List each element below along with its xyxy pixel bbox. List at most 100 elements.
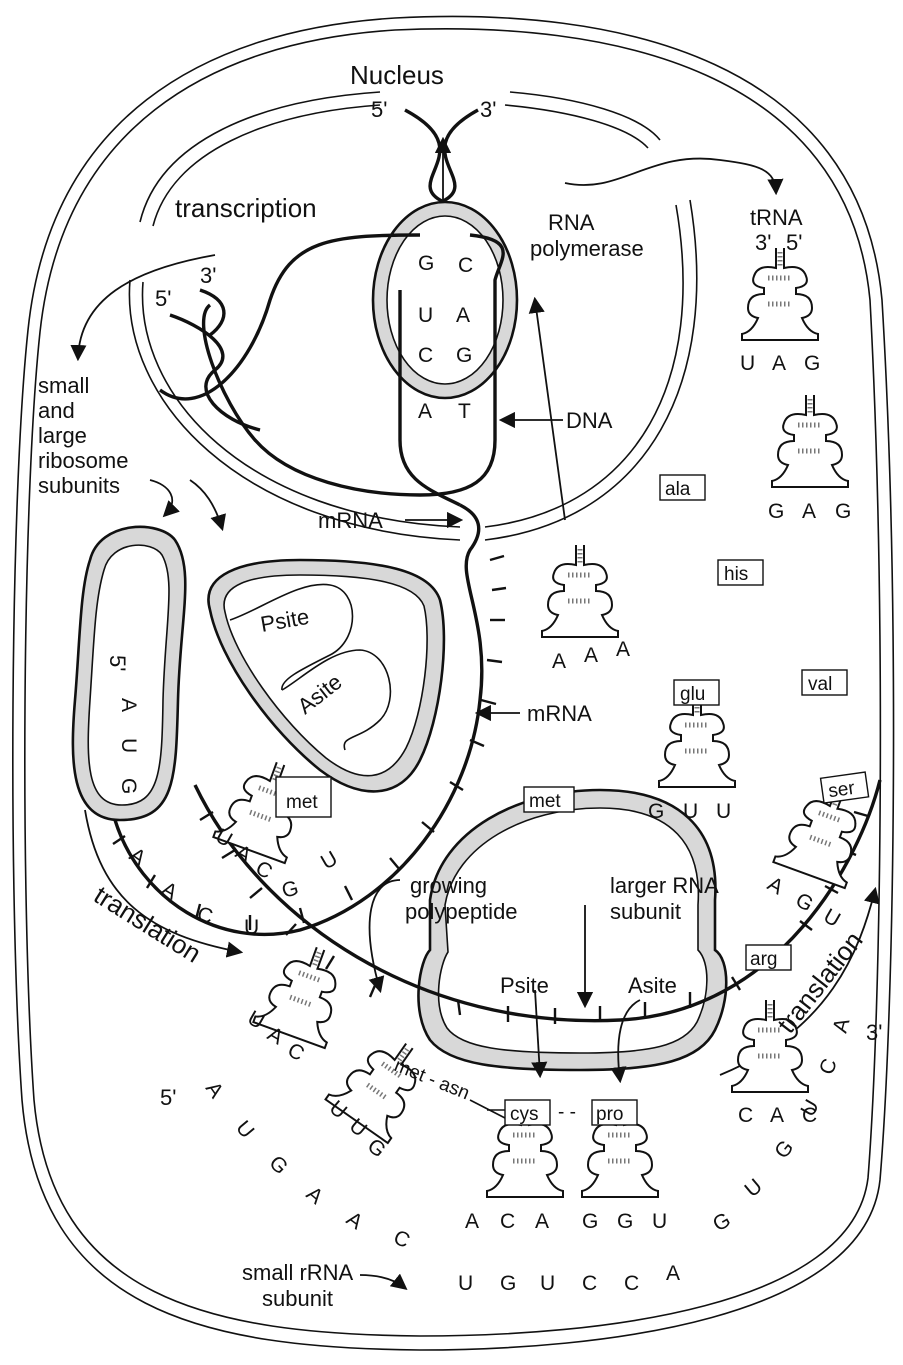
trna-ser-0: A — [764, 872, 788, 899]
rib-codon-4: C — [624, 1272, 639, 1295]
mrna-br-2: G — [770, 1136, 798, 1163]
trna-aaa — [542, 545, 618, 637]
trna-glu-2: U — [716, 800, 731, 823]
label-psite-bottom: Psite — [500, 973, 549, 998]
aa-cys: cys — [510, 1104, 539, 1125]
label-rna-pol-1: RNA — [548, 210, 595, 235]
pol-left-1: U — [418, 304, 433, 327]
rib-anti-0: A — [465, 1210, 479, 1233]
pol-left-2: C — [418, 344, 433, 367]
label-translation-left: translation — [89, 880, 207, 969]
label-subunits-4: subunits — [38, 473, 120, 498]
trna-gag-1: A — [802, 500, 816, 523]
trna-uag — [742, 248, 818, 340]
trna-uac-bottom — [253, 936, 356, 1048]
mrna-br-5: A — [829, 1016, 855, 1035]
label-small-rrna-2: subunit — [262, 1286, 333, 1311]
mrna-br-1: U — [740, 1174, 766, 1201]
amino-acid-boxes — [275, 474, 870, 1126]
mrna-bl-4: A — [342, 1207, 367, 1234]
label-strand-3: 3' — [200, 263, 216, 288]
label-subunits-1: and — [38, 398, 75, 423]
trna-glu-1: U — [683, 800, 698, 823]
rib-codon-5: A — [666, 1262, 680, 1285]
mrna-br-4: C — [815, 1056, 842, 1078]
label-asite-bottom: Asite — [628, 973, 677, 998]
label-dash: - - — [558, 1102, 576, 1123]
label-trna: tRNA — [750, 205, 803, 230]
mrna-left-1: A — [158, 877, 182, 904]
pol-right-3: T — [458, 400, 471, 423]
polypeptide-connectors — [469, 1099, 506, 1119]
translating-ribosome — [417, 788, 728, 1072]
rib-anti-4: G — [617, 1210, 633, 1233]
rib-anti-5: U — [652, 1210, 667, 1233]
label-larger-2: subunit — [610, 899, 681, 924]
label-subunits-0: small — [38, 373, 89, 398]
rna-polymerase — [371, 200, 519, 400]
label-ribo-5: 5' — [105, 655, 130, 671]
trna-arg-2: C — [802, 1104, 817, 1127]
label-growing-1: growing — [410, 873, 487, 898]
mrna-left-0: A — [125, 843, 150, 870]
rib-codon-3: C — [582, 1272, 597, 1295]
mrna-left-3: U — [244, 916, 259, 939]
label-mrna-2: mRNA — [527, 701, 592, 726]
aa-ala: ala — [665, 479, 691, 500]
large-ribosome-subunit — [207, 558, 446, 793]
aa-his: his — [724, 564, 748, 585]
codon-small-2: G — [117, 778, 140, 794]
rib-codon-1: G — [500, 1272, 516, 1295]
codon-small-1: U — [117, 738, 140, 753]
trna-uag-0: U — [740, 352, 755, 375]
dna-strands — [158, 233, 505, 507]
mrna-left-5: U — [317, 847, 342, 875]
label-dna-3: 3' — [480, 97, 496, 122]
label-mrna-1: mRNA — [318, 508, 383, 533]
trna-met-left-2: C — [252, 856, 277, 884]
mrna-br-0: G — [709, 1208, 735, 1236]
label-subunits-3: ribosome — [38, 448, 128, 473]
label-strand-5: 5' — [155, 286, 171, 311]
label-nucleus: Nucleus — [350, 60, 444, 90]
label-trna-3: 3' — [755, 230, 771, 255]
trna-aaa-2: A — [616, 638, 630, 661]
label-growing-2: polypeptide — [405, 899, 518, 924]
pol-right-1: A — [456, 304, 470, 327]
rib-codon-2: U — [540, 1272, 555, 1295]
aa-val: val — [808, 674, 832, 695]
aa-met-free: met — [529, 791, 561, 812]
rib-anti-1: C — [500, 1210, 515, 1233]
label-larger-1: larger RNA — [610, 873, 719, 898]
mrna-left-4: G — [279, 876, 301, 902]
trna-ser-2: U — [820, 904, 845, 932]
trna-uag-1: A — [772, 352, 786, 375]
rib-anti-3: G — [582, 1210, 598, 1233]
aa-ser: ser — [827, 778, 857, 803]
pol-left-0: G — [418, 252, 434, 275]
nuclear-envelope — [128, 91, 698, 541]
mrna-bl-2: G — [264, 1151, 292, 1179]
mrna-br-3: U — [796, 1096, 824, 1121]
aa-glu: glu — [680, 684, 705, 705]
rib-anti-2: A — [535, 1210, 549, 1233]
mrna-left-2: C — [195, 903, 216, 929]
label-rna-pol-2: polymerase — [530, 236, 644, 261]
trna-aaa-1: A — [584, 644, 598, 667]
label-subunits-2: large — [38, 423, 87, 448]
mrna-bl-5: C — [390, 1226, 413, 1253]
rib-codon-0: U — [458, 1272, 473, 1295]
trna-uac-bottom-0: U — [244, 1006, 269, 1034]
trna-glu — [659, 695, 735, 787]
mrna-bl-1: U — [231, 1116, 258, 1142]
trna-gag-0: G — [768, 500, 784, 523]
trna-uag-2: G — [804, 352, 820, 375]
mrna-bl-3: A — [302, 1182, 328, 1209]
label-small-rrna-1: small rRNA — [242, 1260, 354, 1285]
aa-arg: arg — [750, 949, 777, 970]
trna-arg-0: C — [738, 1104, 753, 1127]
label-dna-5: 5' — [371, 97, 387, 122]
aa-met-left: met — [286, 792, 318, 813]
